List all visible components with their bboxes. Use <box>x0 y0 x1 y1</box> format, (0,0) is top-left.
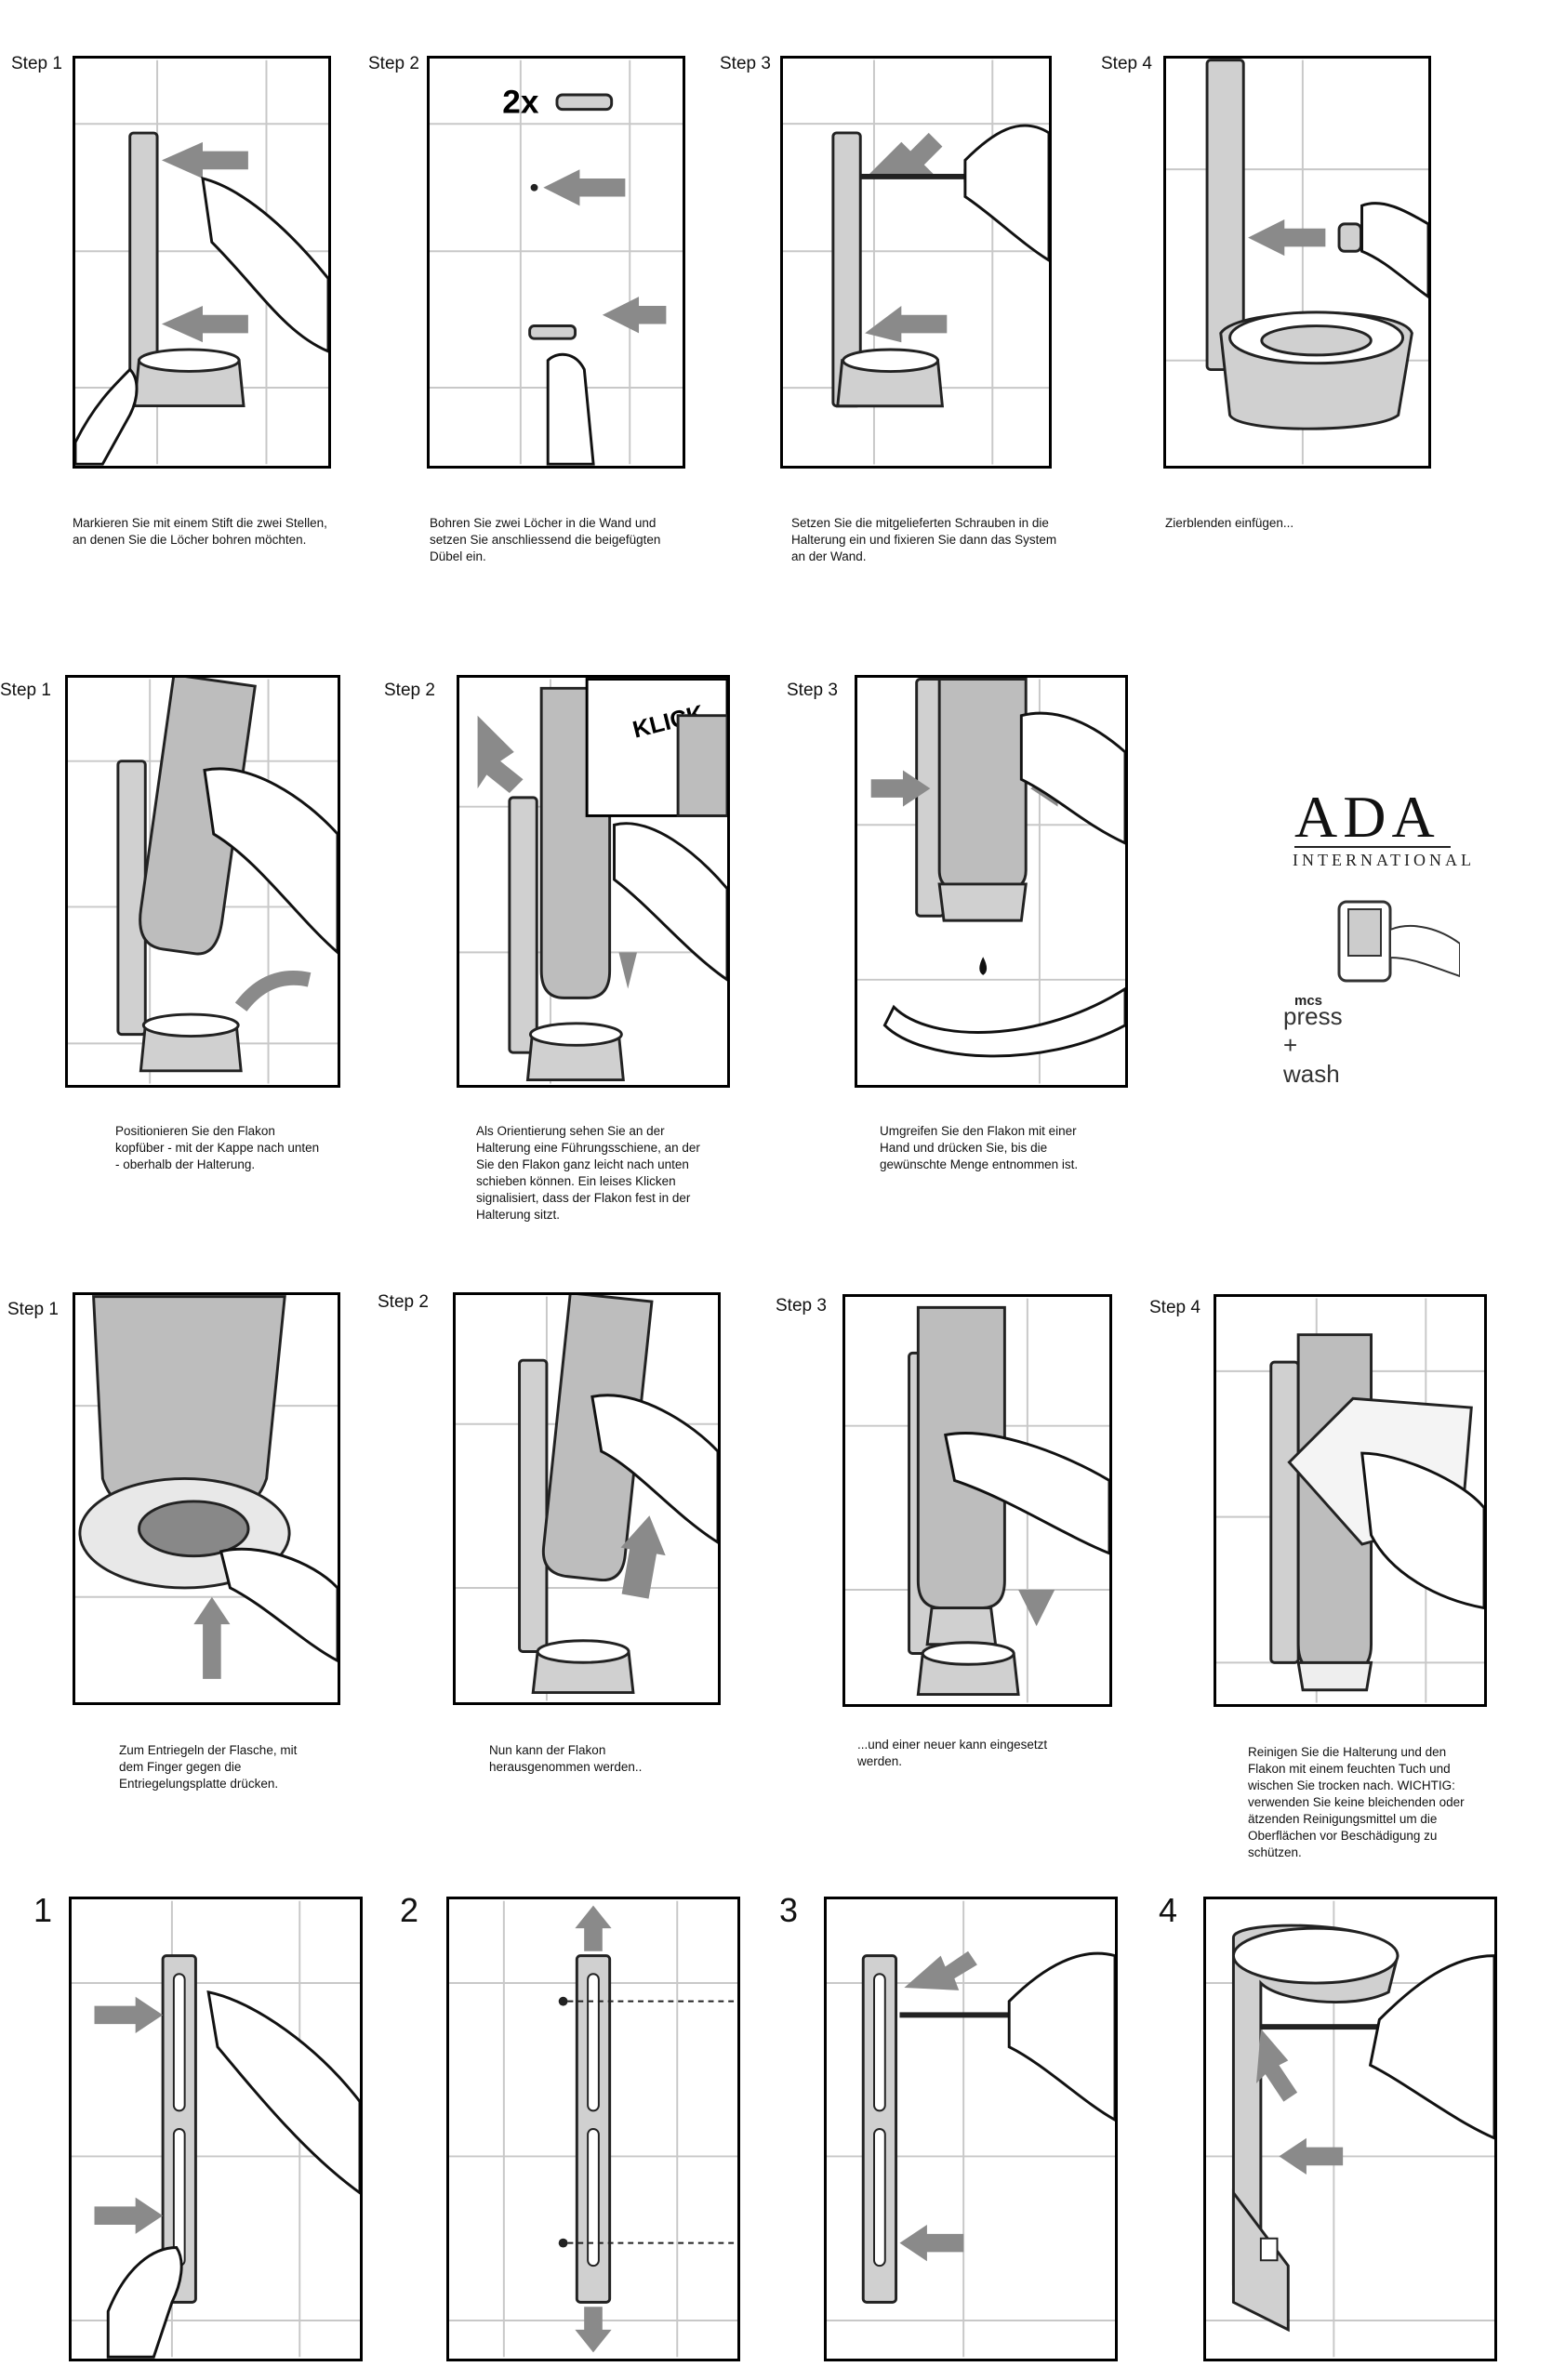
step-caption: Setzen Sie die mitgelieferten Schrauben … <box>791 515 1057 563</box>
illustration-panel <box>1203 1897 1497 2361</box>
step-caption: Markieren Sie mit einem Stift die zwei S… <box>73 515 327 547</box>
logo-line-small: mcs <box>1294 993 1323 1009</box>
illustration-panel <box>65 675 340 1088</box>
step-label: Step 2 <box>384 681 435 700</box>
step-caption: Nun kann der Flakon herausgenommen werde… <box>489 1742 643 1774</box>
step-number: 1 <box>33 1891 53 1929</box>
step-label: Step 1 <box>11 54 62 73</box>
step-caption: Bohren Sie zwei Löcher in die Wand und s… <box>430 515 661 563</box>
step-caption: Als Orientierung sehen Sie an der Halter… <box>476 1123 700 1222</box>
step-caption: Umgreifen Sie den Flakon mit einer Hand … <box>880 1123 1079 1171</box>
illustration-mark-alt-holder <box>1206 1900 1494 2358</box>
logo-rule <box>1294 846 1451 848</box>
step-label: Step 1 <box>0 681 51 700</box>
illustration-panel <box>1214 1294 1487 1707</box>
illustration-mark-dispense <box>857 678 1125 1084</box>
illustration-mark-screw <box>783 60 1049 465</box>
illustration-panel: KLICK <box>457 675 730 1088</box>
illustration-panel <box>73 56 331 469</box>
illustration-mark-position <box>68 678 338 1084</box>
illustration-panel <box>824 1897 1118 2361</box>
logo-subtitle: INTERNATIONAL <box>1293 851 1475 869</box>
step-label: Step 4 <box>1149 1298 1200 1317</box>
illustration-panel <box>453 1292 721 1705</box>
step-label: Step 2 <box>378 1292 429 1312</box>
illustration-panel <box>842 1294 1112 1707</box>
step-number: 3 <box>779 1891 799 1929</box>
step-label: Step 4 <box>1101 54 1152 73</box>
illustration-mark-reinsert <box>845 1298 1109 1703</box>
illustration-panel <box>73 1292 340 1705</box>
step-label: Step 2 <box>368 54 419 73</box>
logo-line-large: press + wash <box>1283 1002 1343 1088</box>
illustration-mark-caps <box>1166 59 1428 465</box>
illustration-mark-remove <box>456 1295 718 1701</box>
illustration-panel: 2x <box>427 56 685 469</box>
step-caption: Reinigen Sie die Halterung und den Flako… <box>1248 1744 1465 1859</box>
illustration-mark-alt-screw <box>827 1900 1115 2358</box>
illustration-mark-bracket <box>75 60 328 466</box>
illustration-panel <box>446 1897 740 2361</box>
step-label: Step 3 <box>720 54 771 73</box>
logo-brand: ADA <box>1294 784 1440 850</box>
step-caption: ...und einer neuer kann eingesetzt werde… <box>857 1737 1048 1768</box>
dispenser-icon <box>1337 900 1460 983</box>
illustration-panel <box>780 56 1052 469</box>
step-number: 4 <box>1159 1891 1178 1929</box>
step-caption: Zierblenden einfügen... <box>1165 515 1294 530</box>
illustration-mark-release <box>75 1295 338 1679</box>
illustration-panel <box>69 1897 363 2361</box>
illustration-mark-click: KLICK <box>459 678 727 1084</box>
step-label: Step 1 <box>7 1300 59 1319</box>
step-caption: Zum Entriegeln der Flasche, mit dem Fing… <box>119 1742 298 1791</box>
illustration-mark-clean <box>1216 1298 1484 1703</box>
step-number: 2 <box>400 1891 419 1929</box>
step-caption: Positionieren Sie den Flakon kopfüber - … <box>115 1123 320 1171</box>
illustration-panel <box>855 675 1128 1088</box>
illustration-mark-alt-mark <box>72 1900 360 2359</box>
count-badge: 2x <box>502 85 539 121</box>
step-label: Step 3 <box>787 681 838 700</box>
illustration-panel <box>1163 56 1431 469</box>
illustration-mark-drill: 2x <box>430 60 683 466</box>
step-label: Step 3 <box>776 1296 827 1316</box>
illustration-mark-alt-holes <box>449 1900 737 2358</box>
